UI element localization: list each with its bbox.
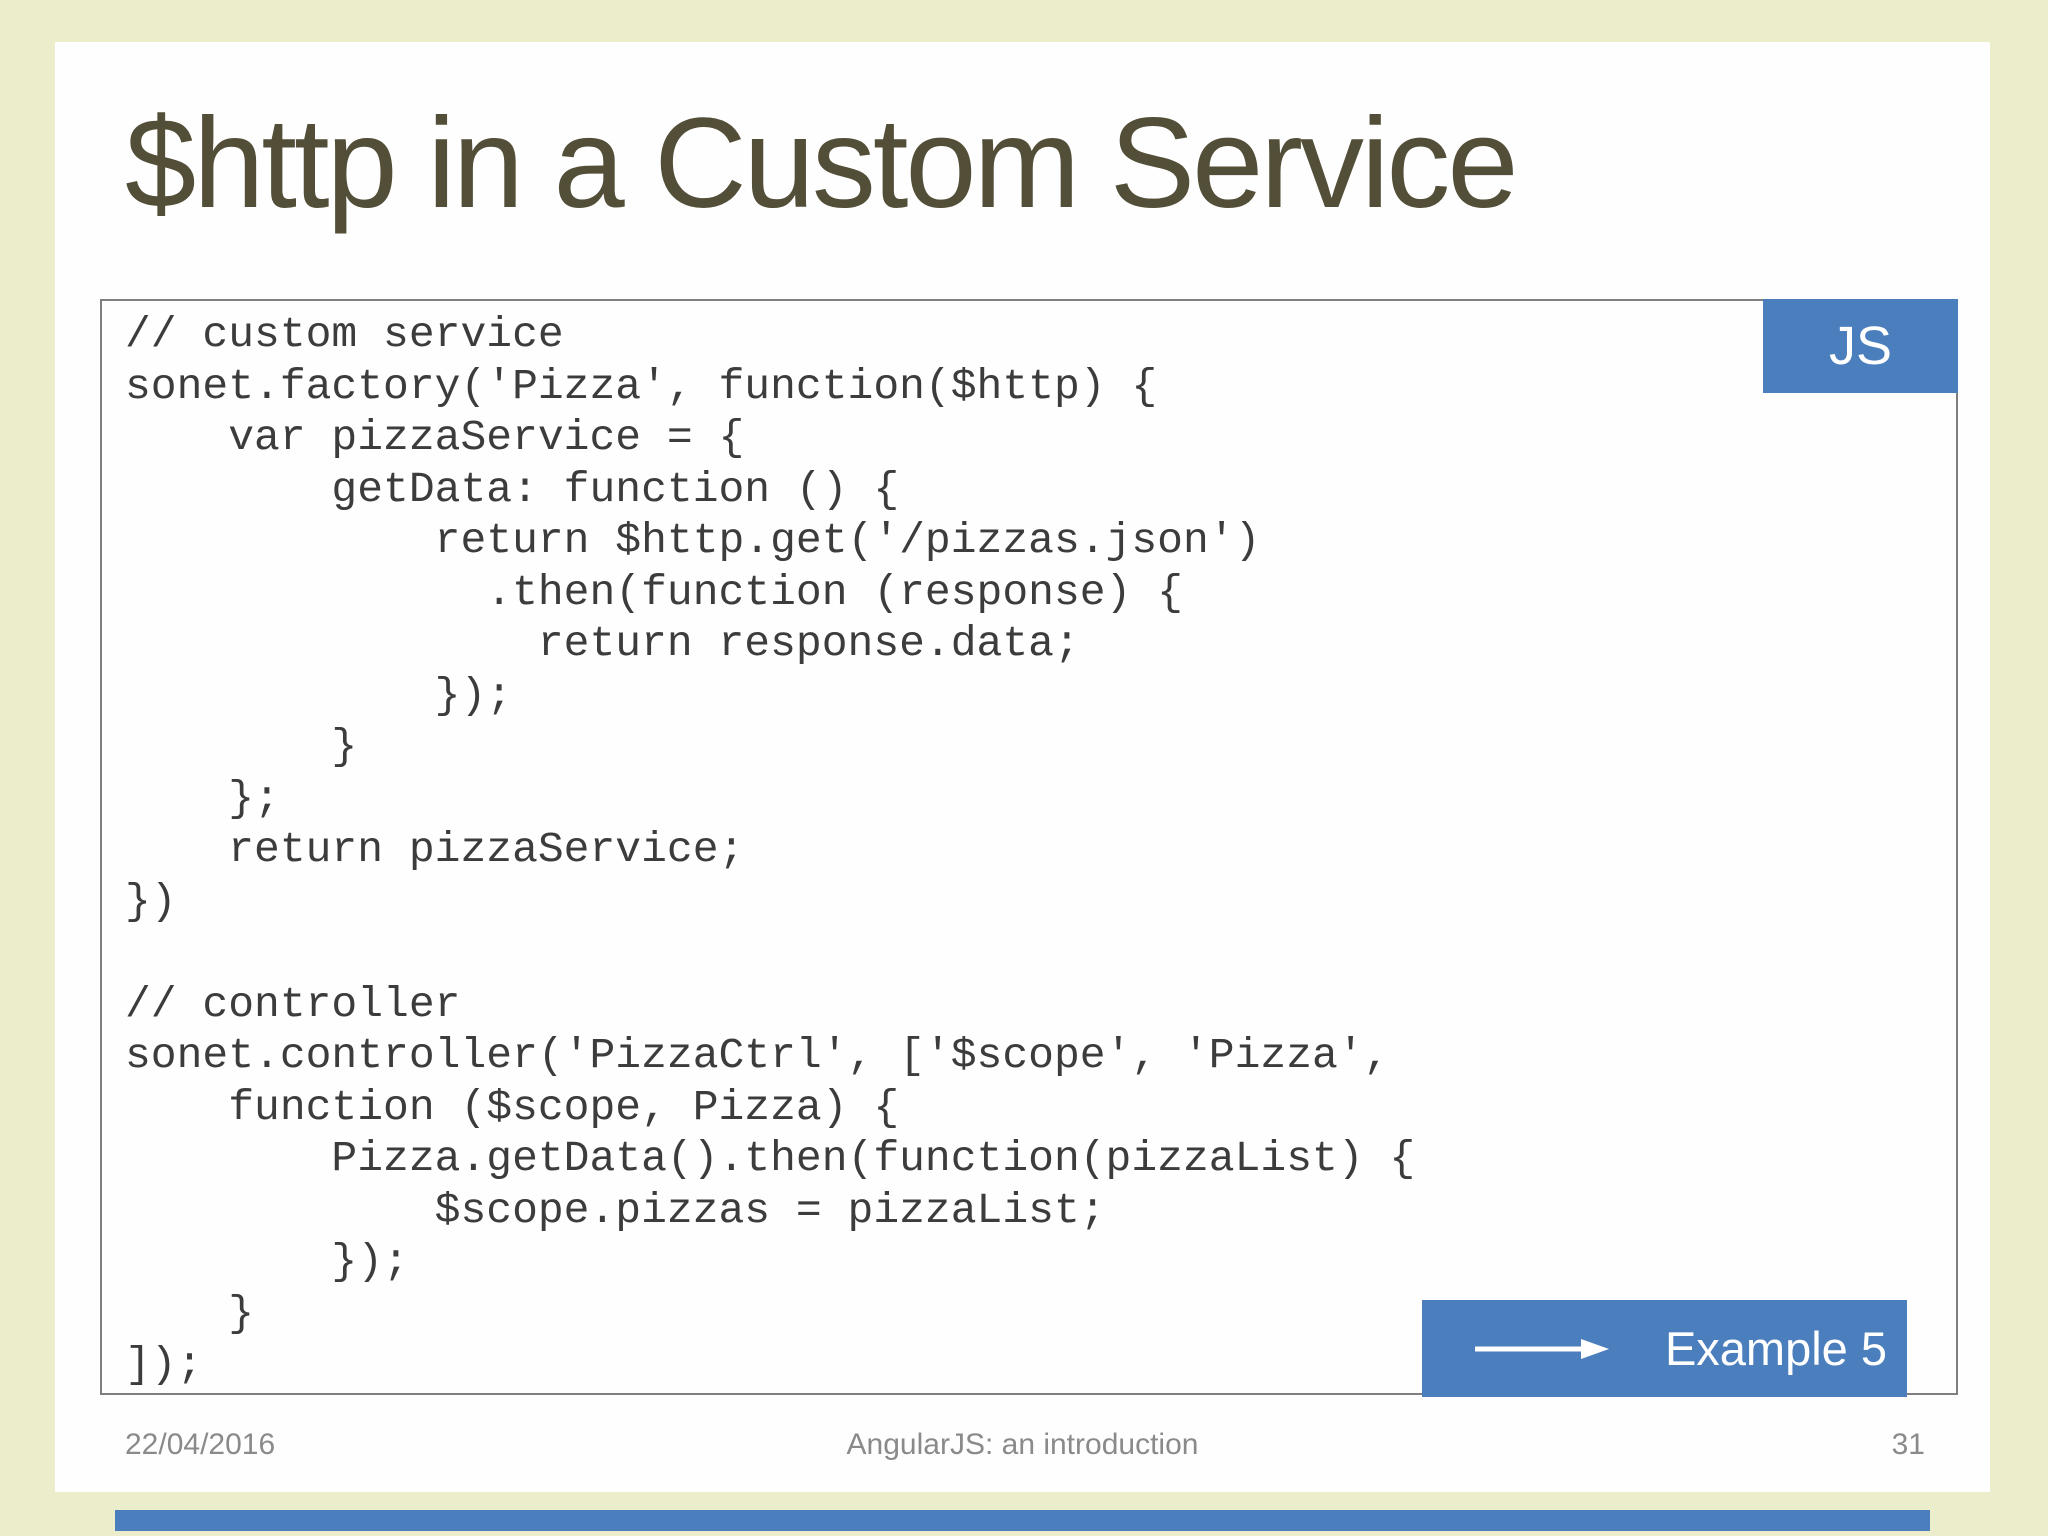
code-content: // custom service sonet.factory('Pizza',…	[125, 310, 1416, 1389]
slide: $http in a Custom Service // custom serv…	[55, 42, 1990, 1492]
footer-page-number: 31	[1891, 1428, 1925, 1461]
js-badge-label: JS	[1828, 316, 1893, 376]
footer-date: 22/04/2016	[125, 1428, 276, 1461]
footer: 22/04/2016 AngularJS: an introduction 31	[55, 1428, 1990, 1468]
example-button-label: Example 5	[1664, 1322, 1887, 1375]
right-arrow-icon	[1474, 1338, 1609, 1359]
bottom-accent-bar	[115, 1510, 1930, 1531]
example-5-button[interactable]: Example 5	[1422, 1300, 1907, 1397]
footer-presentation-title: AngularJS: an introduction	[846, 1428, 1199, 1461]
code-block: // custom service sonet.factory('Pizza',…	[100, 299, 1958, 1397]
js-language-badge: JS	[1763, 299, 1958, 393]
page-title: $http in a Custom Service	[125, 92, 1519, 235]
